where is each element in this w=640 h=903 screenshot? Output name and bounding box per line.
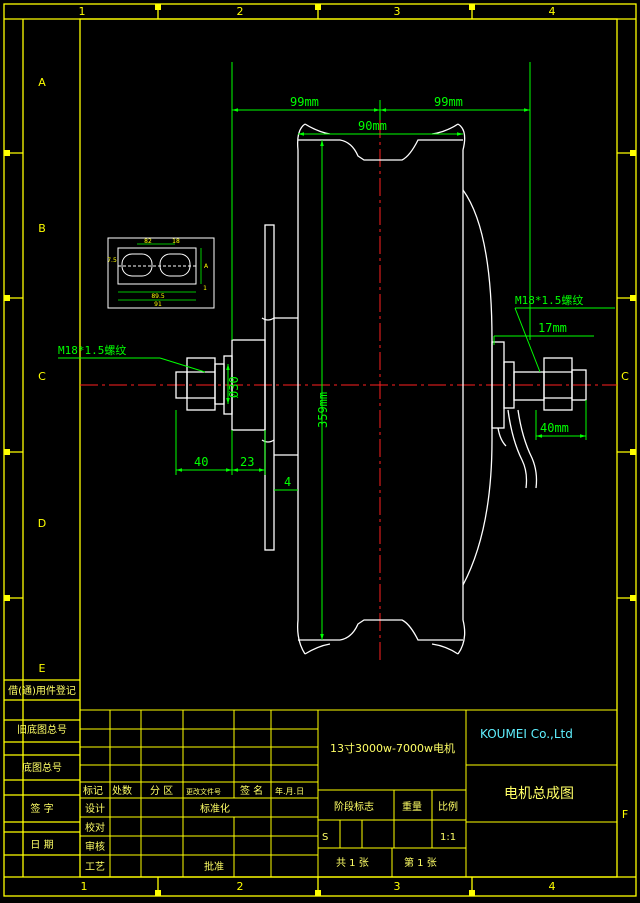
hub-motor-outline — [175, 123, 587, 655]
row-label-d: D — [38, 517, 46, 530]
detail-dim-91: 91 — [154, 301, 162, 308]
stage-label: 阶段标志 — [334, 800, 374, 813]
header-change-doc: 更改文件号 — [186, 787, 221, 796]
col-label-bottom-4: 4 — [549, 880, 556, 893]
label-old-drawing-no: 旧底图总号 — [17, 723, 67, 736]
col-label-3: 3 — [394, 5, 401, 18]
dim-shaft: Ø30 — [227, 376, 241, 398]
dim-diameter: 359mm — [316, 392, 330, 428]
col-label-2: 2 — [237, 5, 244, 18]
drawing-border — [3, 3, 637, 897]
sheets-total: 共 1 张 — [336, 857, 369, 869]
dim-rim-width: 90mm — [358, 119, 387, 133]
standardization: 标准化 — [200, 802, 230, 815]
company-name: KOUMEI Co.,Ltd — [480, 727, 573, 741]
detail-dim-1: 1 — [203, 285, 207, 292]
label-date: 日 期 — [30, 839, 53, 851]
center-lines — [80, 120, 617, 662]
row-label-right-c: C — [621, 370, 629, 383]
role-design: 设计 — [85, 802, 105, 815]
drawing-name: 电机总成图 — [504, 786, 574, 802]
scale-value: 1:1 — [440, 832, 456, 843]
col-label-bottom-3: 3 — [394, 880, 401, 893]
dim-right-thread: M18*1.5螺纹 — [515, 293, 583, 307]
label-drawing-no: 底图总号 — [22, 761, 62, 774]
header-date: 年.月.日 — [275, 786, 304, 796]
label-signature: 签 字 — [30, 802, 53, 815]
header-count: 处数 — [112, 784, 132, 797]
header-mark: 标记 — [83, 785, 103, 797]
row-label-a: A — [38, 76, 46, 89]
approval: 批准 — [204, 860, 224, 873]
row-label-right-f: F — [622, 808, 628, 821]
dim-right-axle: 40mm — [540, 421, 569, 435]
role-process: 工艺 — [85, 861, 105, 873]
title-block-grid — [79, 709, 618, 878]
row-label-c: C — [38, 370, 46, 383]
dim-left-width: 99mm — [290, 95, 319, 109]
dim-axle-length: 40 — [194, 455, 208, 469]
stage-value: S — [322, 832, 328, 843]
row-label-b: B — [38, 222, 46, 235]
weight-label: 重量 — [402, 800, 422, 813]
dim-right-offset: 17mm — [538, 321, 567, 335]
detail-dim-a: A — [204, 263, 209, 270]
sheet-number: 第 1 张 — [404, 856, 437, 869]
col-label-4: 4 — [549, 5, 556, 18]
header-zone: 分 区 — [150, 785, 173, 797]
border-tick-dots — [4, 4, 636, 896]
detail-dim-82: 82 — [144, 238, 152, 245]
scale-label: 比例 — [438, 800, 458, 813]
detail-dim-89-5: 89.5 — [151, 293, 165, 300]
row-label-e: E — [39, 662, 46, 675]
role-check: 校对 — [85, 821, 105, 834]
col-label-1: 1 — [79, 5, 86, 18]
role-review: 审核 — [85, 840, 105, 853]
header-sign: 签 名 — [240, 784, 263, 797]
dim-left-thread: M18*1.5螺纹 — [58, 343, 126, 357]
dim-flange-length: 23 — [240, 455, 254, 469]
label-borrowed-parts: 借(通)用件登记 — [8, 684, 76, 697]
detail-dim-7-5: 7.5 — [107, 257, 117, 264]
col-label-bottom-1: 1 — [81, 880, 88, 893]
dim-right-width: 99mm — [434, 95, 463, 109]
dimension-lines — [58, 62, 615, 640]
dim-plate: 4 — [284, 475, 291, 489]
title-block-text: 13寸3000w-7000w电机 KOUMEI Co.,Ltd 电机总成图 标记… — [83, 727, 574, 873]
product-title: 13寸3000w-7000w电机 — [330, 741, 455, 755]
slot-detail-view: 82 18 A 7.5 1 89.5 91 — [107, 237, 215, 309]
detail-dim-18: 18 — [172, 238, 180, 245]
col-label-bottom-2: 2 — [237, 880, 244, 893]
